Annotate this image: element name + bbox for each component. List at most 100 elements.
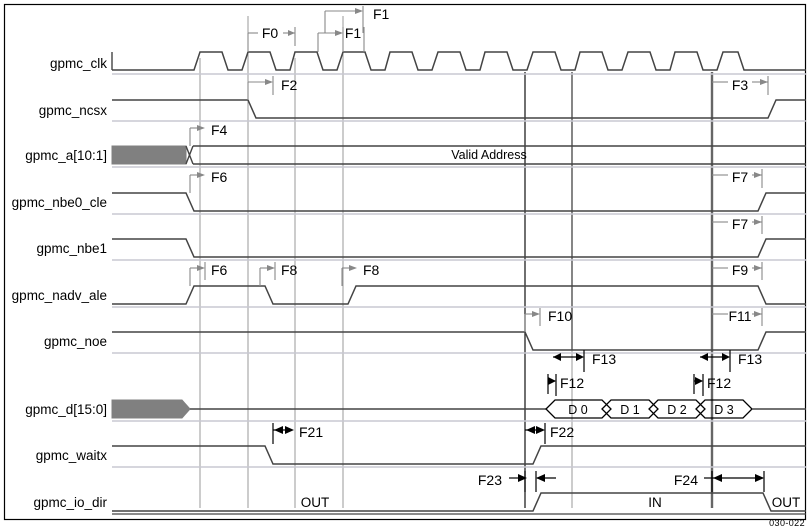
data-cell-label-d3: D 3 <box>714 403 734 417</box>
annotation-f8b <box>341 265 357 286</box>
waveform-gpmc-nbe1 <box>112 238 806 261</box>
annotation-f21 <box>272 423 294 444</box>
figure-id-label: 030-022 <box>769 518 805 528</box>
timing-label-f10: F10 <box>548 308 572 324</box>
f12b-arrow <box>695 377 703 385</box>
waveform-gpmc-ncsx <box>112 99 806 122</box>
annotation-f12a <box>547 374 557 396</box>
annotation-f8a <box>259 262 276 286</box>
clk-waveform-path <box>112 51 806 71</box>
f6a-arrow <box>197 172 205 178</box>
annotation-f7b <box>712 216 763 234</box>
signal-label-gpmc-ncsx: gpmc_ncsx <box>39 103 108 118</box>
annotation-f22 <box>525 423 546 444</box>
annotation-f1-upper <box>324 6 364 33</box>
waveform-gpmc-nbe0-cle <box>112 192 806 215</box>
timing-label-f1-lower: F1 <box>345 25 362 41</box>
f13a-arrow-right <box>576 353 584 361</box>
annotation-f13a <box>553 350 585 372</box>
ncsx-waveform-path <box>112 99 806 119</box>
data-cell-label-d1: D 1 <box>620 403 640 417</box>
timing-label-f13a: F13 <box>592 351 616 367</box>
data-cell-d0 <box>545 399 612 419</box>
f12a-arrow <box>548 377 556 385</box>
annotation-f24 <box>704 471 765 492</box>
waveform-gpmc-d-bus <box>111 399 806 422</box>
annotation-f9 <box>712 262 763 280</box>
waveform-gpmc-noe <box>112 331 806 354</box>
f0-arrow-right <box>288 30 295 36</box>
annotation-f11 <box>712 308 763 326</box>
io-dir-waveform-path <box>112 492 806 512</box>
data-dontcare-block <box>111 399 191 419</box>
nadv-waveform-path <box>112 285 806 305</box>
f23-inner-arrow <box>536 474 545 482</box>
waveform-gpmc-waitx <box>112 445 806 468</box>
addr-transition-x2 <box>185 145 194 165</box>
io-dir-label-out-first: OUT <box>301 495 330 510</box>
signal-label-gpmc-clk: gpmc_clk <box>50 56 107 71</box>
timing-label-f6b: F6 <box>211 262 228 278</box>
annotation-f1-lower <box>317 27 365 52</box>
f1b-arrow <box>355 8 363 14</box>
data-cell-label-d2: D 2 <box>667 403 687 417</box>
f2-arrow <box>265 79 273 85</box>
annotation-f13b <box>700 350 731 372</box>
f11-arrow <box>754 311 762 317</box>
signal-label-gpmc-nbe1: gpmc_nbe1 <box>36 241 107 256</box>
f24-arrow-right <box>755 474 764 482</box>
figure-border <box>3 3 807 521</box>
timing-label-f8a: F8 <box>281 262 298 278</box>
annotation-f4 <box>189 125 205 146</box>
timing-label-f7a: F7 <box>732 169 749 185</box>
timing-label-f2: F2 <box>281 77 298 93</box>
signal-label-gpmc-io-dir: gpmc_io_dir <box>33 495 107 510</box>
timing-label-f23: F23 <box>478 472 502 488</box>
timing-label-f7b: F7 <box>732 216 749 232</box>
timing-label-f11: F11 <box>728 308 751 324</box>
addr-dontcare-block <box>111 145 187 165</box>
annotation-f6a <box>189 172 205 193</box>
timing-label-f8b: F8 <box>363 262 380 278</box>
timing-label-f24: F24 <box>674 472 698 488</box>
f6b-arrow <box>197 265 205 271</box>
timing-label-f4: F4 <box>211 122 228 138</box>
timing-label-f6a: F6 <box>211 169 228 185</box>
signal-label-gpmc-noe: gpmc_noe <box>44 334 107 349</box>
annotation-f23 <box>509 471 556 492</box>
f10-arrow <box>532 311 540 317</box>
f9-arrow <box>754 265 762 271</box>
signal-label-gpmc-nadv-ale: gpmc_nadv_ale <box>12 288 107 303</box>
f8b-arrow <box>349 265 357 271</box>
data-cell-label-d0: D 0 <box>568 403 588 417</box>
f4-arrow <box>197 125 205 131</box>
signal-labels: gpmc_clk gpmc_ncsx gpmc_a[10:1] gpmc_nbe… <box>12 56 108 510</box>
bus-value-valid-address: Valid Address <box>451 148 527 162</box>
data-cell-labels: D 0 D 1 D 2 D 3 <box>568 403 734 417</box>
data-cell-group <box>545 399 753 419</box>
noe-waveform-path <box>112 331 806 351</box>
io-dir-label-in: IN <box>648 495 662 510</box>
f22-arrow-right <box>536 426 545 434</box>
f22-arrow-left <box>526 426 535 434</box>
timing-label-f22: F22 <box>550 424 574 440</box>
annotation-f10 <box>524 308 541 332</box>
f7a-arrow <box>754 172 762 178</box>
f13b-arrow-left <box>700 353 708 361</box>
f7b-arrow <box>754 219 762 225</box>
f21-arrow-right <box>285 426 294 434</box>
signal-label-gpmc-d: gpmc_d[15:0] <box>25 402 107 417</box>
f23-arrow <box>518 474 527 482</box>
io-dir-label-out-last: OUT <box>772 495 801 510</box>
waveform-gpmc-clk <box>111 51 806 75</box>
timing-label-f13b: F13 <box>738 351 762 367</box>
annotation-f7a <box>712 169 763 188</box>
waitx-waveform-path <box>112 445 806 465</box>
annotation-f3 <box>712 76 769 95</box>
f13b-arrow-right <box>722 353 730 361</box>
timing-label-f12b: F12 <box>707 375 731 391</box>
annotation-f12b <box>693 374 704 396</box>
nbe1-waveform-path <box>112 238 806 258</box>
